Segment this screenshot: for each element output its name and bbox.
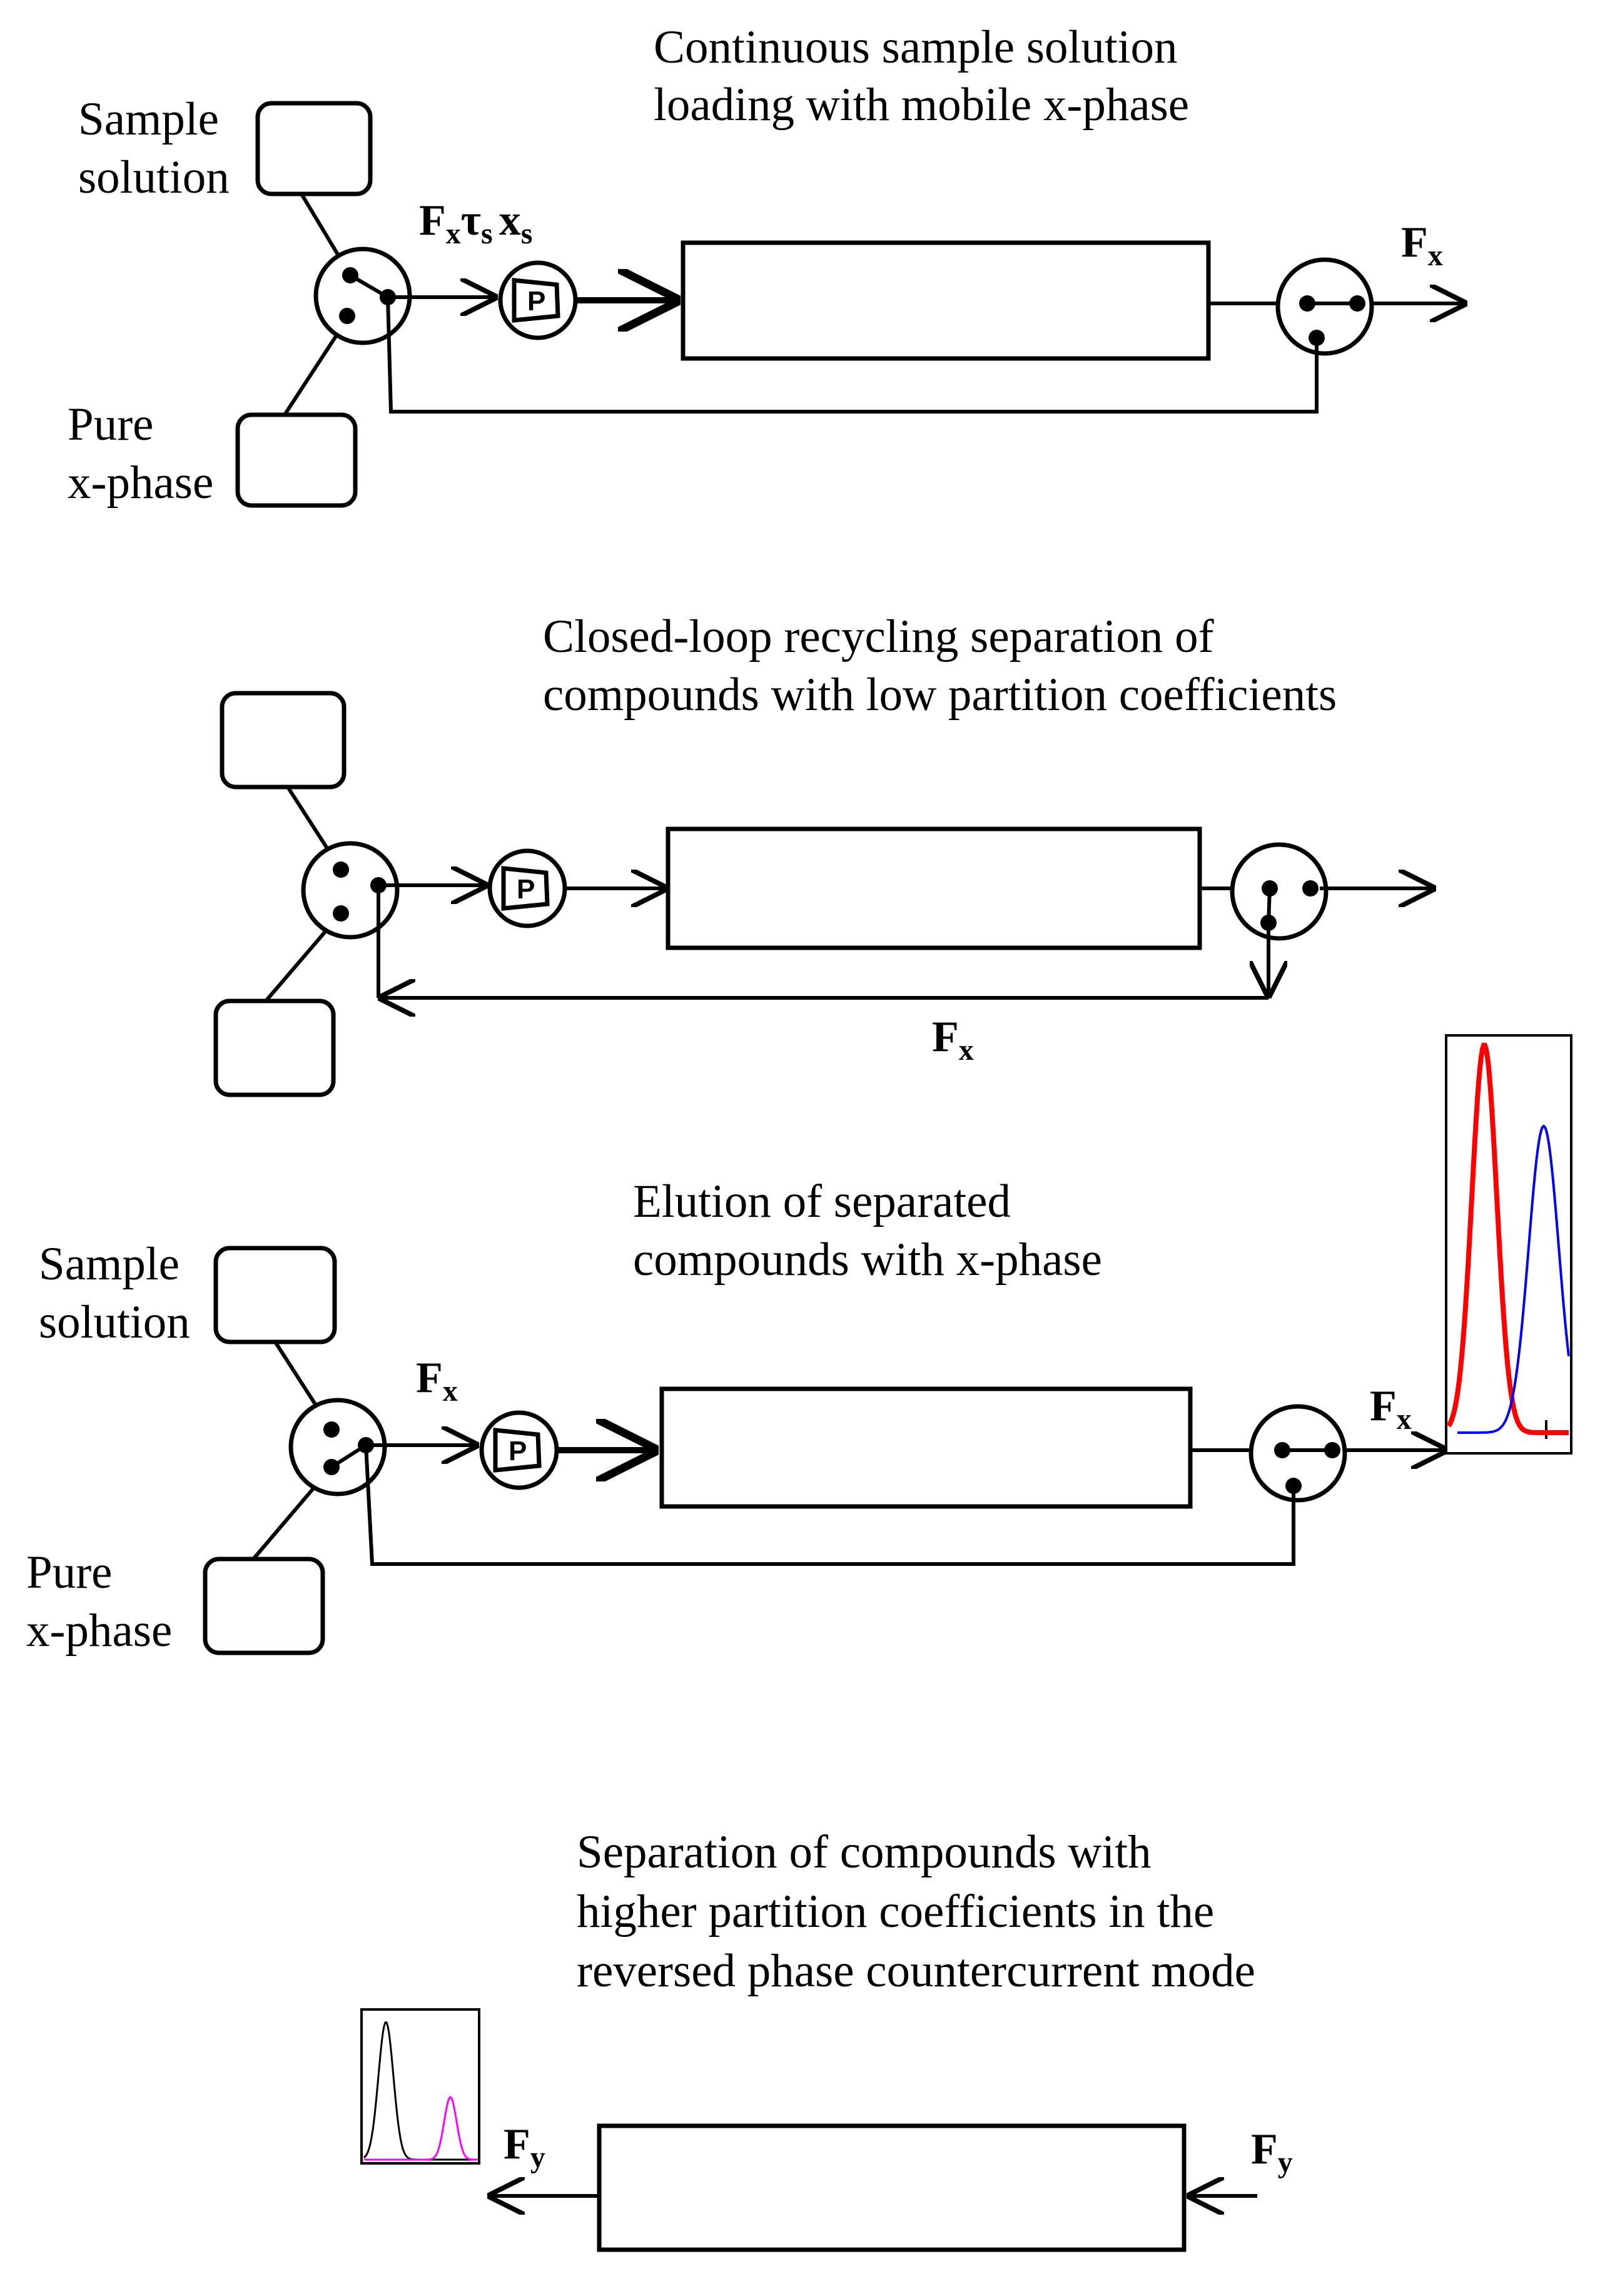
- outlet-valve: [1230, 842, 1329, 941]
- pump-icon: P: [487, 848, 567, 928]
- panel3-title-line2: compounds with x-phase: [633, 1234, 1102, 1286]
- ccc-column: [597, 2123, 1187, 2252]
- bypass-line: [386, 297, 1319, 414]
- pump-icon: P: [479, 1410, 559, 1490]
- panel4-title-line1: Separation of compounds with: [577, 1826, 1152, 1878]
- pump-icon: P: [498, 260, 578, 340]
- svg-text:P: P: [517, 874, 535, 905]
- panel-elution: Elution of separated compounds with x-ph…: [26, 1034, 1572, 1657]
- chromatogram-peak-red: [1446, 1042, 1569, 1435]
- panel-reversed-phase: Separation of compounds with higher part…: [360, 1826, 1293, 2252]
- panel4-title-line3: reversed phase countercurrent mode: [577, 1945, 1255, 1997]
- outlet-flow-label: Fx: [1401, 218, 1443, 272]
- pure-x-phase-label-line1: Pure: [26, 1547, 112, 1598]
- sample-solution-reservoir: [255, 101, 373, 196]
- pure-x-phase-reservoir: [203, 1557, 325, 1655]
- panel1-title-line2: loading with mobile x-phase: [654, 79, 1189, 131]
- panel4-title-line2: higher partition coefficients in the: [577, 1886, 1214, 1938]
- svg-text:P: P: [509, 1436, 527, 1466]
- sample-solution-label-line1: Sample: [39, 1238, 180, 1290]
- outlet-flow-label: Fx: [1370, 1382, 1412, 1436]
- sample-solution-label-line1: Sample: [78, 93, 219, 145]
- panel2-title-line1: Closed-loop recycling separation of: [543, 611, 1214, 663]
- ccc-column: [659, 1386, 1193, 1509]
- right-flow-label: Fy: [1251, 2125, 1293, 2179]
- top-reservoir: [220, 691, 347, 790]
- bottom-reservoir: [213, 998, 336, 1097]
- panel-continuous-loading: Continuous sample solution loading with …: [68, 21, 1464, 509]
- inlet-flow-label: Fx: [416, 1354, 458, 1408]
- elution-chromatogram: [1445, 1034, 1572, 1455]
- pure-x-phase-reservoir: [235, 412, 358, 508]
- sample-solution-reservoir: [213, 1246, 337, 1344]
- sample-solution-label-line2: solution: [78, 151, 230, 203]
- panel-closed-loop-recycling: Closed-loop recycling separation of comp…: [213, 611, 1432, 1097]
- outlet-valve: [1248, 1404, 1347, 1503]
- panel2-title-line2: compounds with low partition coefficient…: [543, 669, 1337, 721]
- pure-x-phase-label-line2: x-phase: [26, 1605, 172, 1657]
- ccc-column: [681, 240, 1211, 361]
- left-flow-label: Fy: [504, 2120, 545, 2174]
- pure-x-phase-label-line1: Pure: [68, 399, 153, 450]
- inlet-valve: [301, 841, 400, 940]
- reversed-phase-chromatogram: [360, 2008, 480, 2165]
- chromatogram-peak-blue: [1457, 1124, 1570, 1434]
- panel3-title-line1: Elution of separated: [633, 1176, 1011, 1227]
- ccc-column: [666, 826, 1202, 950]
- panel1-title-line1: Continuous sample solution: [654, 21, 1178, 73]
- sample-solution-label-line2: solution: [39, 1296, 190, 1348]
- chromatogram-peak-magenta: [364, 2095, 478, 2161]
- svg-text:P: P: [527, 286, 545, 317]
- recycle-flow-label: Fx: [932, 1013, 974, 1067]
- pure-x-phase-label-line2: x-phase: [68, 457, 213, 509]
- outlet-valve: [1275, 257, 1374, 356]
